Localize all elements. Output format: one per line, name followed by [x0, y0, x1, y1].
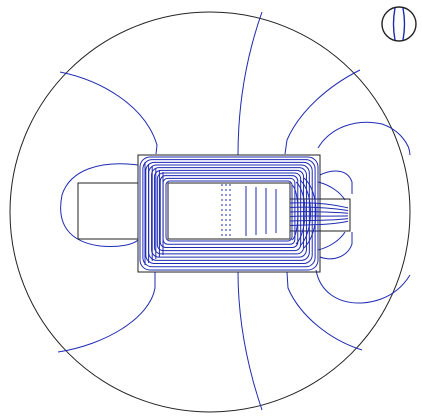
- core-flux-loop: [142, 159, 316, 268]
- right-block: [289, 198, 351, 232]
- right-mid-arc: [317, 181, 346, 201]
- core-flux-loop: [151, 167, 307, 258]
- inner-window: [167, 182, 291, 240]
- right-block-flux-line: [289, 215, 349, 217]
- right-small-lobe-lower: [319, 232, 353, 260]
- flux-line-top-right: [284, 69, 361, 155]
- right-mid-arc-lower: [317, 231, 346, 251]
- core-flux-loop: [145, 161, 313, 265]
- flux-line-bottom-right: [286, 271, 363, 351]
- right-block-flux-line: [289, 206, 349, 211]
- core-flux-loop: [165, 180, 293, 242]
- geometry-outlines: [77, 154, 351, 273]
- right-lobe-lower: [315, 269, 411, 304]
- core-flux-lines: [139, 156, 349, 271]
- core-right-flux-line: [291, 184, 299, 241]
- core-flux-loop: [162, 177, 296, 245]
- flux-line-bottom-left: [57, 272, 156, 353]
- side-lobe-flux-lines: [60, 121, 411, 304]
- core-flux-loop: [148, 164, 310, 261]
- core-frame: [137, 154, 321, 273]
- right-lobe-upper: [317, 121, 411, 156]
- far-field-flux-lines: [57, 11, 363, 411]
- flux-line-vertical-center: [237, 11, 263, 411]
- right-block-flux-line: [289, 218, 349, 222]
- flux-line-top-left: [59, 71, 158, 155]
- right-block-flux-line: [289, 202, 349, 209]
- left-lobe: [60, 163, 139, 247]
- right-small-lobe-upper: [319, 170, 353, 194]
- core-right-flux-line: [295, 181, 306, 245]
- right-block-flux-line: [289, 211, 349, 214]
- core-flux-loop: [159, 175, 299, 248]
- core-flux-loop: [139, 156, 319, 271]
- boundary-marker-icon: [381, 6, 417, 42]
- right-block-flux-line: [289, 220, 349, 226]
- outer-boundary-circle: [9, 11, 411, 413]
- core-right-flux-line: [299, 179, 311, 247]
- left-block: [77, 182, 139, 240]
